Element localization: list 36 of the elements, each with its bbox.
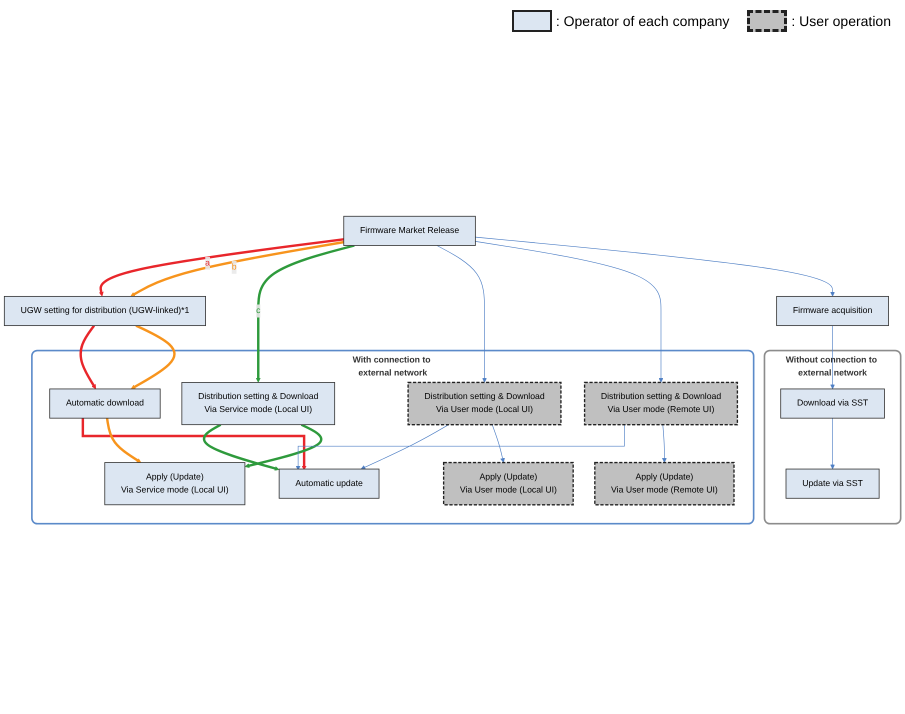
arrow [492,424,505,463]
arrow [475,241,664,383]
node-box: Distribution setting & Download Via User mode (Remote UI) [584,382,738,426]
node-box: Apply (Update) Via Service mode (Local UI) [104,462,246,506]
node-box: Download via SST [780,388,885,419]
arrow [830,418,835,470]
legend-text: : User operation [791,13,891,29]
node-box: UGW setting for distribution (UGW-linked)*1 [4,296,206,326]
node-box: Firmware Market Release [343,216,476,246]
arrow [106,418,142,463]
arrow [296,424,625,470]
edge-label: c [256,306,260,316]
arrow [256,244,355,383]
arrow [436,245,487,383]
arrow [360,424,449,470]
arrow [79,324,96,390]
node-box: Automatic update [278,468,380,499]
node-box: Apply (Update) Via User mode (Remote UI) [594,462,735,506]
arrow [244,424,322,468]
arrow [662,424,667,463]
arrow [475,236,835,297]
node-box: Distribution setting & Download Via Service mode (Local UI) [181,382,336,426]
node-box: Automatic download [49,388,161,419]
legend-text: : Operator of each company [556,13,730,29]
arrow [82,418,306,470]
arrow [830,325,835,390]
node-box: Update via SST [786,468,880,499]
node-box: Firmware acquisition [776,296,889,326]
edge-label: b [232,262,237,272]
arrow [98,238,344,297]
node-box: Distribution setting & Download Via User mode (Local UI) [407,382,562,426]
arrow [130,324,176,390]
edge-label: a [205,258,210,268]
arrow [130,240,344,297]
arrow [202,424,280,471]
node-box: Apply (Update) Via User mode (Local UI) [442,462,574,506]
